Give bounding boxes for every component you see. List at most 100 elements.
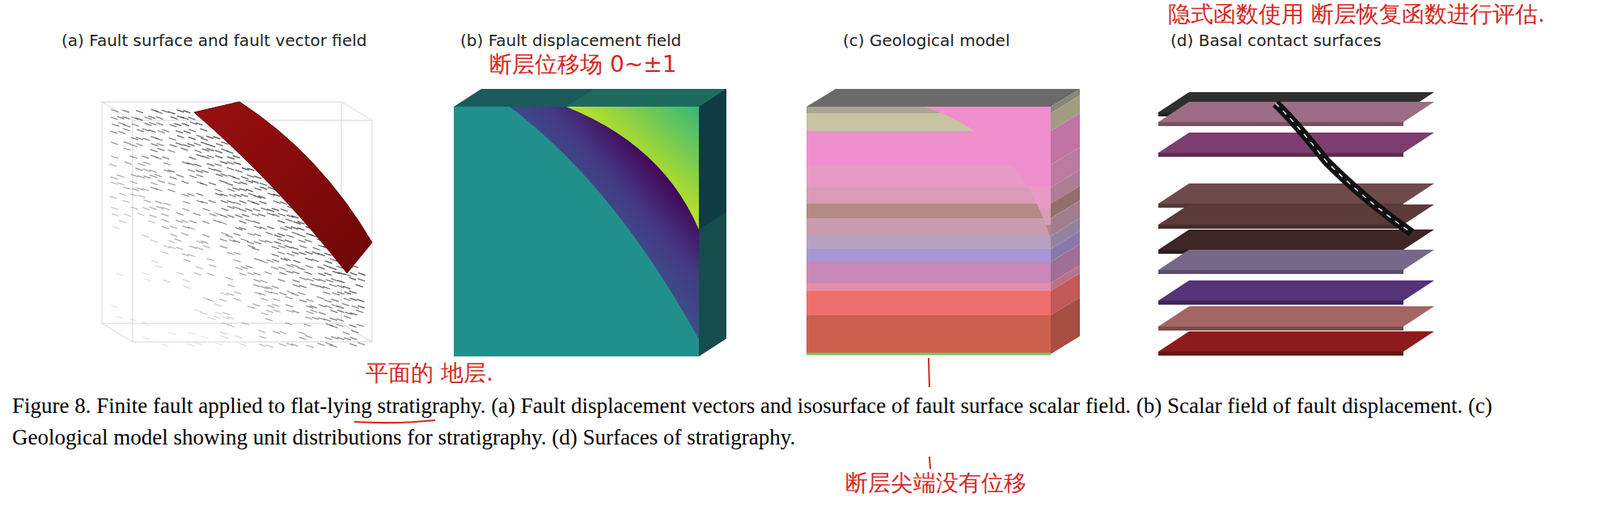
- rock-layer: [806, 218, 1051, 237]
- vector-arrow: [247, 245, 255, 249]
- vector-arrow: [135, 143, 144, 147]
- vector-arrow: [142, 272, 150, 276]
- vector-arrow: [136, 213, 144, 216]
- vector-arrow: [324, 253, 332, 256]
- top-face: [566, 88, 727, 107]
- vector-arrow: [297, 292, 305, 296]
- vector-arrow: [150, 240, 158, 243]
- vector-arrow: [173, 123, 182, 127]
- vector-arrow: [110, 196, 118, 199]
- vector-arrow: [278, 266, 286, 270]
- rock-layer: [806, 304, 1051, 313]
- vector-arrow: [220, 173, 229, 177]
- vector-arrow: [186, 343, 195, 347]
- vector-arrow: [169, 116, 178, 119]
- vector-arrow: [122, 128, 131, 132]
- vector-arrow: [168, 246, 176, 250]
- vector-arrow: [241, 322, 250, 326]
- vector-arrow: [207, 155, 215, 158]
- box-edge: [341, 323, 373, 343]
- vector-arrow: [343, 316, 352, 319]
- vector-arrow: [304, 239, 313, 242]
- rock-layer: [806, 257, 1051, 271]
- vector-arrow: [161, 251, 170, 254]
- vector-arrow: [313, 247, 321, 250]
- vector-arrow: [277, 279, 285, 282]
- vector-arrow: [292, 279, 301, 283]
- vector-arrow: [324, 273, 332, 276]
- vector-arrow: [155, 111, 163, 115]
- vector-arrow: [279, 272, 287, 276]
- vector-arrow: [299, 300, 307, 303]
- rock-layer: [806, 312, 1051, 337]
- surface-edge: [1158, 224, 1404, 229]
- vector-arrow: [331, 299, 339, 302]
- vector-arrow: [297, 221, 305, 225]
- vector-arrow: [252, 304, 260, 307]
- vector-arrow: [116, 174, 124, 178]
- fault-ribbon: [1275, 103, 1412, 233]
- vector-arrow: [176, 272, 184, 276]
- vector-arrow: [329, 267, 337, 271]
- vector-arrow: [189, 175, 197, 178]
- vector-arrow: [349, 272, 357, 276]
- vector-arrow: [253, 284, 261, 288]
- vector-arrow: [118, 131, 126, 134]
- vector-arrow: [215, 342, 223, 346]
- vector-arrow: [325, 342, 334, 346]
- displacement-band: [509, 106, 699, 340]
- vector-arrow: [177, 135, 185, 139]
- displacement-panel: [453, 88, 727, 357]
- vector-arrow: [174, 239, 183, 242]
- vector-arrow: [232, 187, 240, 191]
- vector-arrow: [209, 213, 217, 216]
- vector-arrow: [277, 251, 285, 254]
- rock-layer: [806, 249, 1051, 263]
- vector-arrow: [273, 201, 281, 204]
- vector-arrow: [131, 207, 139, 210]
- vector-arrow: [356, 324, 365, 327]
- vector-arrow: [155, 188, 163, 191]
- vector-arrow: [336, 324, 344, 327]
- panel-title: (a) Fault surface and fault vector field: [61, 31, 368, 51]
- fault-vector-panel: [101, 101, 373, 348]
- vector-arrow: [251, 248, 259, 251]
- vector-arrow: [235, 267, 243, 271]
- fault-ribbon-highlight: [1275, 103, 1412, 233]
- box-edge: [101, 323, 133, 343]
- vector-arrow: [336, 285, 344, 288]
- vector-arrow: [122, 124, 131, 127]
- vector-arrow: [258, 201, 267, 204]
- vector-arrow: [209, 265, 217, 268]
- vector-arrow: [169, 177, 178, 180]
- vector-arrow: [271, 259, 280, 263]
- vector-arrow: [219, 180, 227, 183]
- rock-layer: [806, 315, 1051, 355]
- fault-surface: [194, 101, 373, 274]
- vector-arrow: [270, 292, 279, 295]
- side-layer: [1050, 297, 1080, 355]
- vector-arrow: [304, 271, 312, 275]
- vector-arrow: [233, 162, 242, 166]
- vector-arrow: [260, 260, 268, 263]
- rock-layer: [806, 262, 1051, 284]
- vector-arrow: [247, 306, 255, 309]
- vector-arrow: [109, 164, 117, 167]
- vector-arrow: [279, 331, 288, 335]
- rock-layer: [806, 291, 1051, 316]
- vector-arrow: [176, 247, 184, 250]
- vector-arrow: [168, 240, 176, 243]
- vector-arrow: [239, 273, 247, 276]
- vector-arrow: [194, 272, 202, 276]
- vector-arrow: [325, 279, 334, 283]
- vector-arrow: [118, 193, 127, 196]
- vector-arrow: [266, 310, 274, 314]
- front-face: [453, 106, 699, 357]
- vector-arrow: [207, 273, 215, 276]
- vector-arrow: [349, 343, 357, 347]
- vector-arrow: [265, 232, 273, 235]
- vector-arrow: [285, 304, 293, 308]
- vector-arrow: [272, 298, 280, 301]
- vector-arrow: [285, 219, 293, 222]
- vector-arrow: [181, 117, 189, 120]
